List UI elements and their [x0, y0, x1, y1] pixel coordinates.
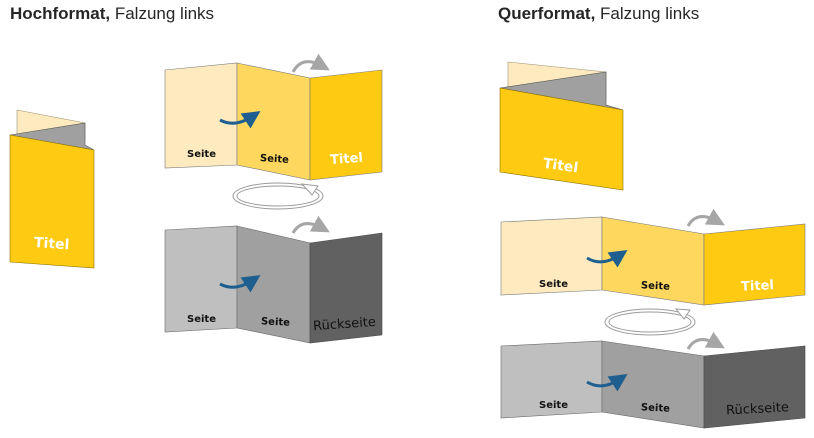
landscape-back-panel-3	[703, 345, 806, 429]
portrait-front-label-3: Titel	[330, 151, 364, 168]
landscape-front-label-1: Seite	[539, 279, 568, 290]
landscape-folded-title-page	[499, 87, 624, 191]
portrait-back-label-3: Rückseite	[313, 315, 377, 334]
portrait-back-label-1: Seite	[187, 314, 216, 325]
portrait-folded-title-page	[9, 134, 95, 269]
portrait-back-gray-arrow-icon	[291, 215, 330, 234]
portrait-front-panel-3	[309, 69, 383, 181]
landscape-front-blue-arrow-icon	[586, 250, 628, 268]
portrait-front-gray-arrow-icon	[291, 53, 330, 73]
landscape-back-gray-arrow-icon	[686, 331, 725, 350]
portrait-folded-title-label: Titel	[33, 235, 69, 253]
portrait-flip-arrow-icon	[232, 182, 324, 210]
portrait-back-blue-arrow-icon	[219, 275, 261, 293]
portrait-front-label-2: Seite	[260, 153, 290, 166]
landscape-back-blue-arrow-icon	[586, 374, 628, 392]
portrait-back-label-2: Seite	[261, 316, 291, 329]
landscape-flip-arrow-icon	[604, 308, 696, 336]
landscape-back-label-1: Seite	[539, 400, 568, 411]
heading-landscape: Querformat, Falzung links	[498, 4, 699, 24]
heading-landscape-rest: Falzung links	[595, 4, 700, 23]
portrait-front-leaflet: Seite Seite Titel	[164, 53, 383, 181]
landscape-front-label-3: Titel	[741, 278, 775, 295]
heading-portrait-rest: Falzung links	[110, 4, 215, 23]
portrait-front-label-1: Seite	[187, 149, 216, 160]
landscape-front-panel-3	[703, 223, 806, 306]
portrait-front-blue-arrow-icon	[219, 111, 261, 129]
heading-landscape-bold: Querformat,	[498, 4, 596, 23]
landscape-folded-leaflet: Titel	[499, 61, 624, 191]
landscape-back-leaflet: Seite Seite Rückseite	[500, 331, 806, 429]
portrait-folded-leaflet: Titel	[9, 109, 95, 269]
portrait-back-panel-3	[309, 232, 383, 344]
landscape-front-leaflet: Seite Seite Titel	[500, 208, 806, 306]
landscape-front-gray-arrow-icon	[686, 208, 725, 227]
landscape-back-label-2: Seite	[641, 402, 671, 415]
heading-portrait: Hochformat, Falzung links	[10, 4, 214, 24]
landscape-back-panel-2	[601, 340, 705, 429]
landscape-front-label-2: Seite	[641, 280, 671, 293]
landscape-back-label-3: Rückseite	[726, 400, 790, 418]
portrait-back-leaflet: Seite Seite Rückseite	[164, 215, 383, 344]
heading-portrait-bold: Hochformat,	[10, 4, 111, 23]
landscape-folded-title-label: Titel	[542, 156, 579, 177]
